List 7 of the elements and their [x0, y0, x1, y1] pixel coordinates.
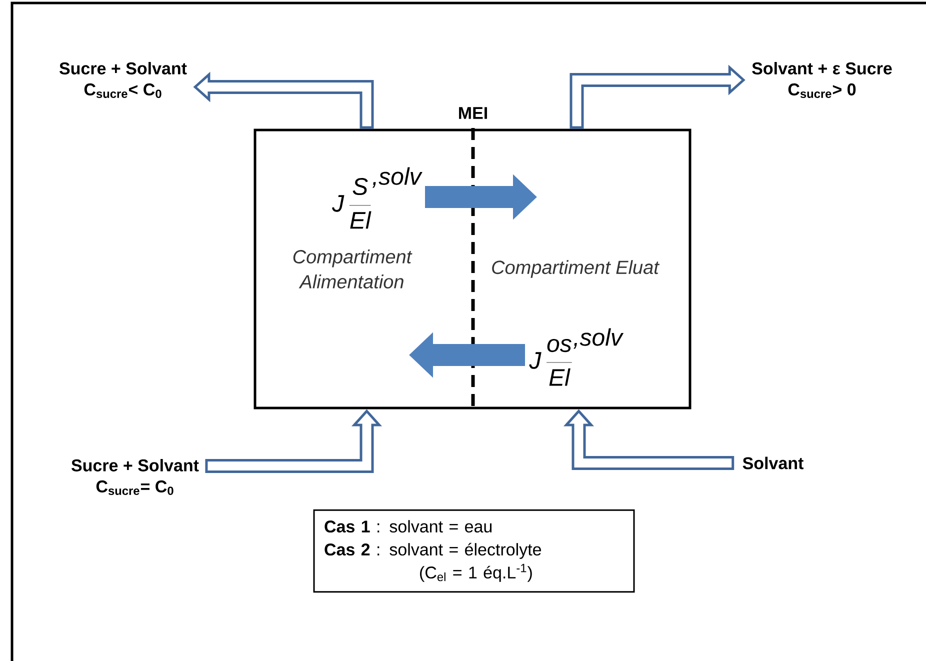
flux-label: $\textit{J}\,\frac{\textit{S}}{\textit{El}}^{\textit{,solv}}$ — [332, 167, 422, 229]
flow-label: Sucre + Solvant C$_{sucre}$= C$_{0}$ — [71, 459, 199, 495]
flow-label: Solvant — [742, 456, 804, 470]
info-box: Cas 1 : solvant = eau Cas 2 : solvant = électrolyte (C$_{el}$ = 1 éq.L$^{-1}$) — [313, 509, 635, 593]
flow-label: Sucre + Solvant C$_{sucre}$< C$_{0}$ — [59, 62, 187, 98]
flow-label: Solvant + ε Sucre C$_{sucre}$> 0 — [752, 62, 892, 98]
flux-label: $\textit{J}\,\frac{\textit{os}}{\textit{El}}^{\textit{,solv}}$ — [529, 328, 624, 386]
